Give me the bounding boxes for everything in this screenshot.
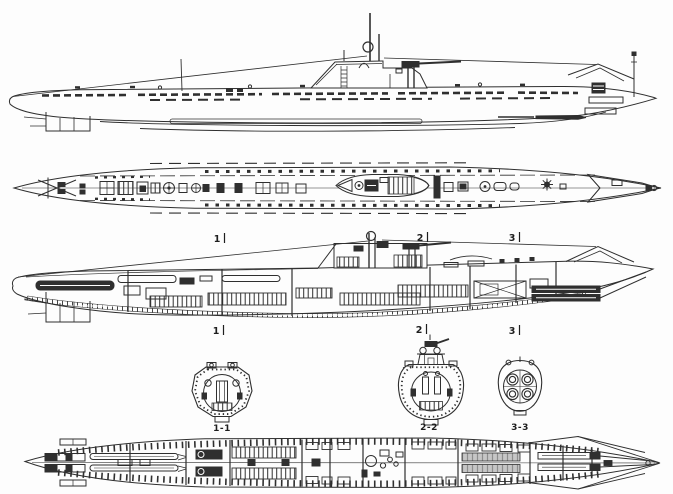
rudder-skeg-cutaway <box>23 292 91 323</box>
stern-torpedo-tubes-plan <box>537 452 653 471</box>
cross-section-3-3 <box>497 356 543 416</box>
section-marker-1-top: 1 <box>214 233 226 245</box>
net-cutter-cable <box>381 239 597 247</box>
aft-platform-cutaway <box>565 245 635 263</box>
engine-block-plan <box>461 452 521 462</box>
svg-text:3: 3 <box>509 233 516 244</box>
plan-bulkheads <box>129 438 593 488</box>
stern-rudder-skeg <box>23 112 91 132</box>
engine-block-plan <box>461 464 521 473</box>
control-room-plan <box>361 449 404 478</box>
stern-opening <box>588 96 624 104</box>
stern-opening <box>584 107 617 115</box>
section-marker-2-bottom: 2 <box>416 324 428 336</box>
label-section-3-3: 3-3 <box>511 423 529 433</box>
net-cutter-cable <box>12 55 368 97</box>
label-section-2-2: 2-2 <box>420 423 438 433</box>
aft-deck-fittings <box>443 178 567 192</box>
limber-hole-rows <box>41 91 579 97</box>
section-marker-3-bottom: 3 <box>509 325 521 337</box>
engine-room-machinery <box>473 278 549 299</box>
cross-section-1-1 <box>191 362 253 423</box>
net-cutter-cable <box>17 240 369 278</box>
svg-text:3: 3 <box>509 326 516 337</box>
deck-fittings <box>75 83 525 92</box>
label-section-1-1: 1-1 <box>213 424 231 434</box>
svg-text:2: 2 <box>417 233 424 244</box>
torpedo-tube-openings <box>506 373 534 401</box>
net-cutter-cable <box>383 57 597 65</box>
bow-torpedo-tubes-plan <box>44 453 187 473</box>
torpedo-loading-gear <box>195 449 223 477</box>
battery-banks <box>149 284 469 308</box>
section-marker-2-top: 2 <box>417 232 429 244</box>
conning-tower-plan <box>335 174 441 199</box>
section-marker-1-bottom: 1 <box>213 325 225 337</box>
gun-on-tower <box>417 334 450 355</box>
conning-tower-cutaway <box>317 230 452 269</box>
cross-section-labels: 1-1 2-2 3-3 <box>213 423 529 434</box>
svg-text:2: 2 <box>416 325 423 336</box>
stern-deck-outline <box>527 436 660 490</box>
deck-gun <box>389 60 462 88</box>
df-loop-antenna <box>362 41 374 53</box>
bow-torpedo-tubes-cutaway <box>531 271 647 302</box>
bow-plane-guards <box>37 177 86 199</box>
svg-text:1: 1 <box>213 326 220 337</box>
docking-keel <box>169 118 423 124</box>
flag-emblem <box>591 82 606 94</box>
section-marker-3-top: 3 <box>509 232 521 244</box>
propeller-arrow <box>535 114 587 120</box>
battery-bank-plan <box>231 467 297 480</box>
section-markers-bottom: 1 2 3 <box>213 324 521 337</box>
longitudinal-section-view <box>11 230 655 323</box>
conning-tower <box>309 13 428 89</box>
jack-staff <box>180 58 183 92</box>
stern-capstan-star <box>541 178 553 191</box>
aft-deck-items <box>443 255 535 268</box>
aft-platform <box>567 63 635 80</box>
cross-section-2-2 <box>397 334 465 426</box>
side-elevation-view <box>8 13 658 132</box>
svg-text:1: 1 <box>214 234 221 245</box>
frame-ticks-bottom <box>57 469 603 488</box>
frame-ticks-top <box>57 438 603 456</box>
compartment-lockers <box>305 441 531 485</box>
deck-plan-view <box>12 162 662 215</box>
cross-sections-view <box>191 334 543 426</box>
battery-bank-plan <box>231 446 297 459</box>
tower-ladder <box>340 66 348 88</box>
interior-plan-view <box>23 436 661 490</box>
deck-hatches <box>99 181 307 195</box>
stern-torpedo-tube-cutaway <box>35 275 281 300</box>
section-markers-top: 1 2 3 <box>214 232 521 245</box>
stern-platform-plan <box>586 173 661 203</box>
